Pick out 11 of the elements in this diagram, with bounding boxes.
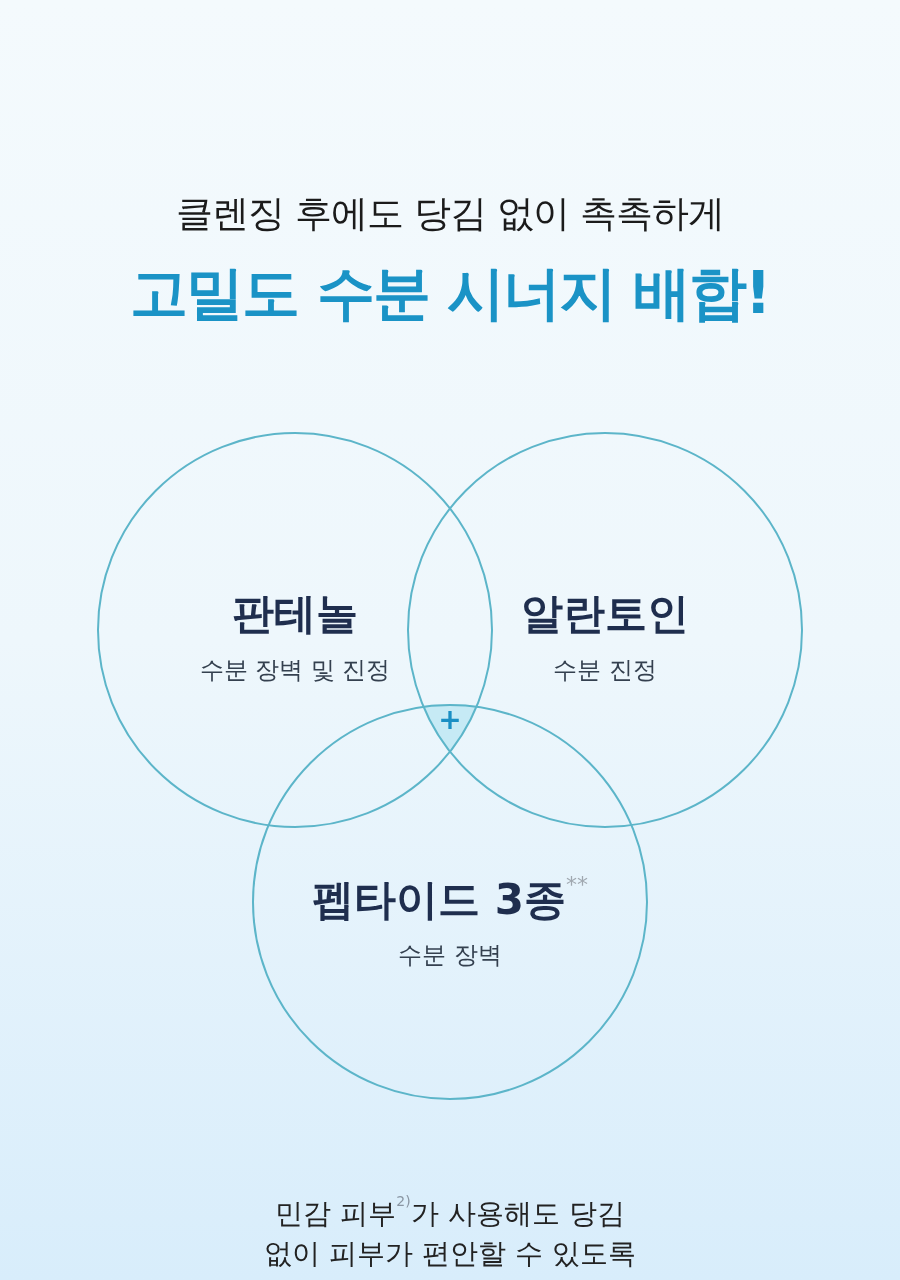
headline: 고밀도 수분 시너지 배합! xyxy=(130,258,770,328)
plus-sign: + xyxy=(438,707,462,733)
ingredient-name: 펩타이드 3종$^{**}$ xyxy=(312,874,588,926)
body-text: 민감 피부$^{2)}$가 사용해도 당김 없이 피부가 편안할 수 있도록 xyxy=(263,1194,637,1272)
subheading: 클렌징 후에도 당김 없이 촉촉하게 xyxy=(176,191,724,237)
benefit-text: 수분 진정 xyxy=(553,655,657,686)
ingredient-name: 판테놀 xyxy=(232,588,358,640)
venn-circle xyxy=(252,704,648,1100)
benefit-text: 수분 장벽 xyxy=(398,940,502,971)
ingredient-name: 알란토인 xyxy=(521,588,689,640)
benefit-text: 수분 장벽 및 진정 xyxy=(199,655,391,686)
